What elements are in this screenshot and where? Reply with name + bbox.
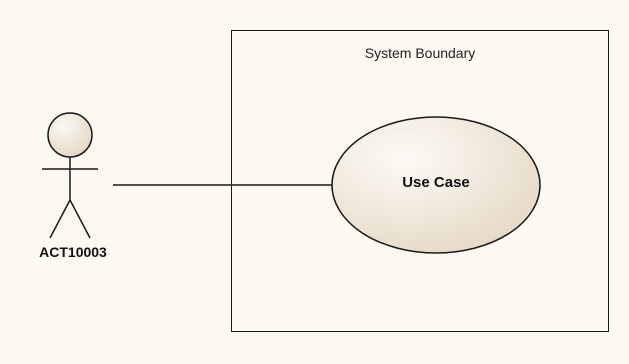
system-boundary[interactable]: System Boundary bbox=[231, 30, 609, 332]
use-case-ellipse[interactable] bbox=[331, 116, 541, 254]
actor-right-leg bbox=[69, 199, 91, 239]
actor-figure[interactable] bbox=[42, 112, 98, 239]
actor-head bbox=[47, 112, 93, 158]
actor-label: ACT10003 bbox=[39, 244, 107, 260]
actor-left-leg bbox=[49, 199, 71, 239]
system-boundary-title: System Boundary bbox=[364, 45, 476, 61]
use-case-label: Use Case bbox=[402, 174, 470, 191]
